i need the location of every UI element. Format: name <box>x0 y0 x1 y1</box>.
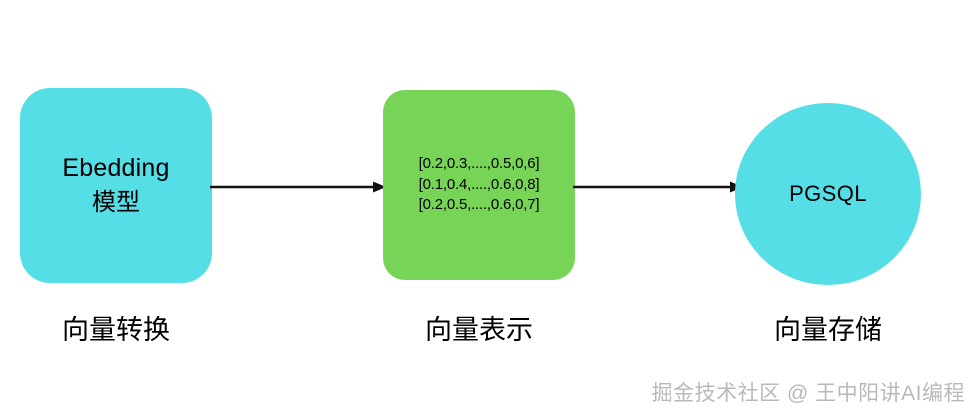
arrow-head <box>373 181 386 193</box>
caption-vector-storage: 向量存储 <box>774 315 882 345</box>
node-embedding-title-en: Ebedding <box>62 154 170 183</box>
arrow-embedding-to-vectors <box>210 181 386 193</box>
caption-vector-representation: 向量表示 <box>425 315 533 345</box>
node-vector-store: PGSQL <box>735 103 921 285</box>
node-vector-representation: [0.2,0.3,....,0.5,0,6] [0.1,0.4,....,0.6… <box>383 90 575 280</box>
caption-vector-conversion: 向量转换 <box>62 315 170 345</box>
watermark: 掘金技术社区 @ 王中阳讲AI编程 <box>651 382 965 405</box>
arrow-vectors-to-store <box>573 181 743 193</box>
node-embedding-model: Ebedding 模型 <box>20 88 212 283</box>
node-store-title-en: PGSQL <box>789 181 867 207</box>
vector-row: [0.2,0.3,....,0.5,0,6] <box>418 154 540 172</box>
vector-list: [0.2,0.3,....,0.5,0,6] [0.1,0.4,....,0.6… <box>419 155 540 215</box>
node-embedding-title-cn: 模型 <box>92 188 140 216</box>
vector-row: [0.2,0.5,....,0.6,0,7] <box>418 196 540 214</box>
vector-row: [0.1,0.4,....,0.6,0,8] <box>418 175 540 193</box>
